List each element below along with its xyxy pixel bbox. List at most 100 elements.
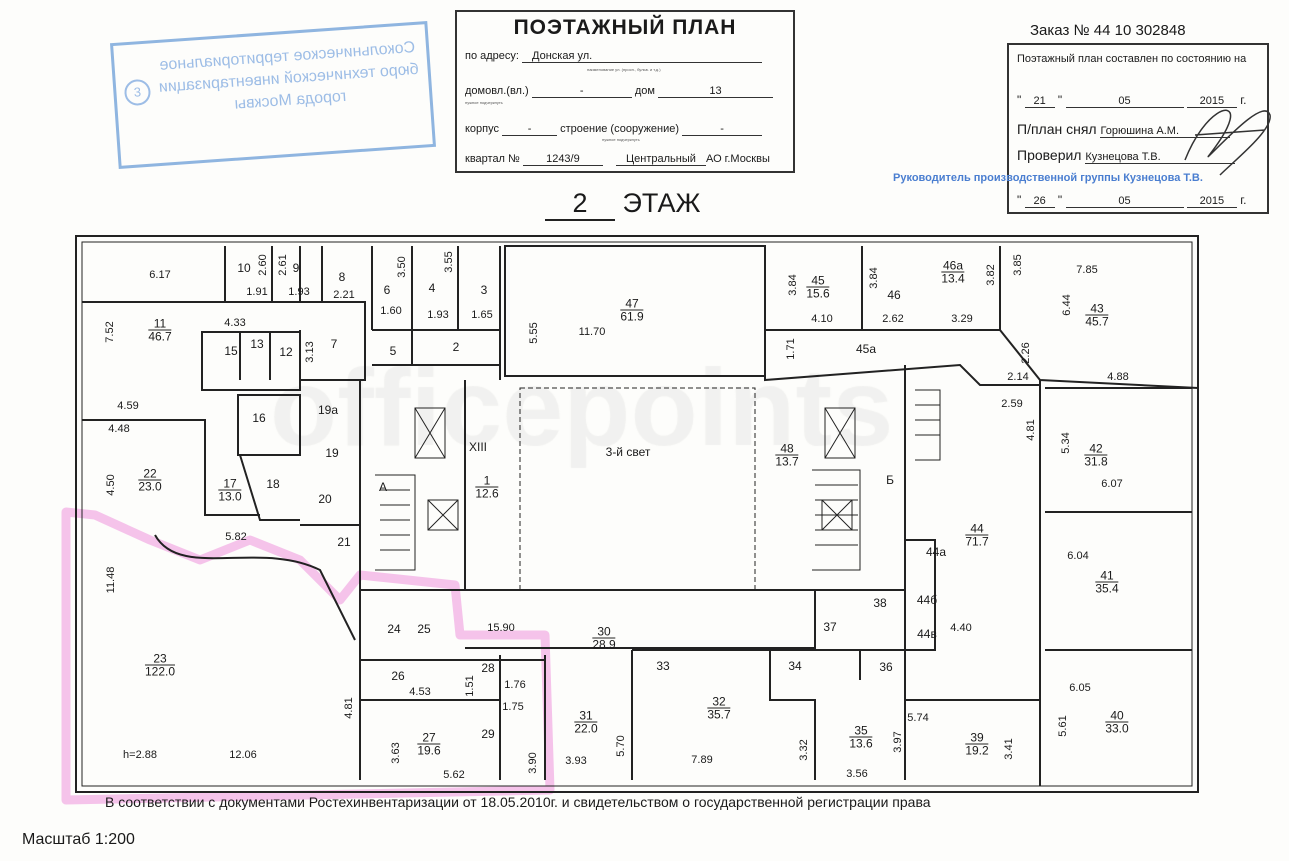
- dimension-label: h=2.88: [123, 749, 157, 761]
- room-label: 5: [389, 344, 397, 358]
- dimension-label-vertical: 4.81: [1025, 419, 1037, 441]
- room-label: XIII: [468, 440, 488, 454]
- supervisor-stamp-note: Руководитель производственной группы Куз…: [893, 172, 1203, 184]
- dimension-label: 3.56: [846, 768, 868, 780]
- dimension-label-vertical: 3.84: [787, 274, 799, 296]
- room-number: 43: [1085, 303, 1109, 316]
- room-label: 34: [788, 659, 802, 673]
- room-area: 23.0: [138, 479, 162, 494]
- dimension-label-vertical: 2.61: [277, 254, 289, 276]
- dimension-label: 4.53: [409, 686, 431, 698]
- floor-plan-form: ПОЭТАЖНЫЙ ПЛАН по адресу: Донская ул. на…: [455, 10, 795, 173]
- room-number: 31: [574, 710, 598, 723]
- year-suffix-2: г.: [1240, 193, 1247, 207]
- dimension-label: 3.29: [951, 313, 973, 325]
- room-label: 26: [391, 669, 405, 683]
- room-label: 37: [823, 620, 837, 634]
- room-label: 28: [481, 661, 495, 675]
- room-number: 45: [806, 275, 830, 288]
- dimension-label: 3.93: [565, 755, 587, 767]
- room-number: 35: [849, 725, 873, 738]
- room-label: 44в: [917, 627, 937, 641]
- room-label: Б: [886, 473, 894, 487]
- room-number: 27: [417, 732, 441, 745]
- room-area: 71.7: [965, 534, 989, 549]
- dimension-label: 6.07: [1101, 478, 1123, 490]
- dimension-label-vertical: 3.84: [868, 267, 880, 289]
- room-label: 46: [887, 288, 901, 302]
- room-number: 42: [1084, 443, 1108, 456]
- dimension-label-vertical: 5.34: [1060, 432, 1072, 454]
- dimension-label: 4.33: [224, 317, 246, 329]
- dimension-label: 4.40: [950, 622, 972, 634]
- district-suffix: АО г.Москвы: [705, 153, 770, 165]
- room-label: 6: [383, 283, 391, 297]
- room-label: 12: [279, 345, 293, 359]
- room-label: 2: [452, 340, 460, 354]
- dimension-label: 6.04: [1067, 550, 1089, 562]
- room-area: 28.9: [592, 637, 616, 652]
- scale-label: Масштаб 1:200: [22, 831, 135, 848]
- korpus-value: -: [502, 123, 558, 136]
- room-number: 47: [620, 298, 644, 311]
- room-area: 31.8: [1084, 454, 1108, 469]
- domovl-value: -: [531, 85, 632, 98]
- room-label: 15: [224, 344, 238, 358]
- room-label: 7: [330, 337, 338, 351]
- room-number: 23: [144, 653, 176, 666]
- dimension-label: 1.75: [502, 701, 524, 713]
- room-number: 48: [775, 443, 799, 456]
- taken-value: Горюшина А.М.: [1100, 125, 1231, 138]
- dimension-label-vertical: 3.63: [390, 742, 402, 764]
- room-label: 24: [387, 622, 401, 636]
- room-area: 13.6: [849, 736, 873, 751]
- address-label: по адресу:: [465, 50, 519, 62]
- date1-month: 05: [1065, 95, 1184, 108]
- room-label: 16: [252, 411, 266, 425]
- dimension-label: 1.91: [246, 286, 268, 298]
- dimension-label-vertical: 3.82: [985, 264, 997, 286]
- signature: [1184, 109, 1271, 176]
- dimension-label-vertical: 5.70: [615, 735, 627, 757]
- dom-label: дом: [634, 85, 655, 97]
- room-area: 15.6: [806, 286, 830, 301]
- room-number: 11: [148, 318, 172, 331]
- room-label: 38: [873, 596, 887, 610]
- date1-day: 21: [1024, 95, 1055, 108]
- korpus-row: корпус - строение (сооружение) -: [465, 123, 763, 136]
- dimension-label-vertical: 5.55: [528, 322, 540, 344]
- room-label: А: [378, 480, 388, 494]
- floor-heading: 2 ЭТАЖ: [545, 188, 700, 221]
- date2-year: 2015: [1186, 195, 1237, 208]
- dimension-label-vertical: 5.61: [1057, 715, 1069, 737]
- floor-number: 2: [545, 188, 615, 221]
- room-label: 3: [480, 283, 488, 297]
- room-label: 44б: [916, 593, 938, 607]
- dimension-label-vertical: 3.85: [1012, 254, 1024, 276]
- dimension-label: 4.10: [811, 313, 833, 325]
- address-value: Донская ул.: [522, 50, 763, 63]
- dimension-label: 6.05: [1069, 682, 1091, 694]
- room-label: 20: [318, 492, 332, 506]
- room-number: 44: [965, 523, 989, 536]
- dimension-label-vertical: 3.90: [527, 752, 539, 774]
- room-label: 10: [237, 261, 251, 275]
- korpus-label: корпус: [465, 123, 500, 135]
- date1-year: 2015: [1186, 95, 1237, 108]
- taken-label: П/план снял: [1017, 121, 1097, 137]
- date2-day: 26: [1024, 195, 1055, 208]
- dimension-label-vertical: 4.50: [105, 474, 117, 496]
- checked-label: Проверил: [1017, 147, 1082, 163]
